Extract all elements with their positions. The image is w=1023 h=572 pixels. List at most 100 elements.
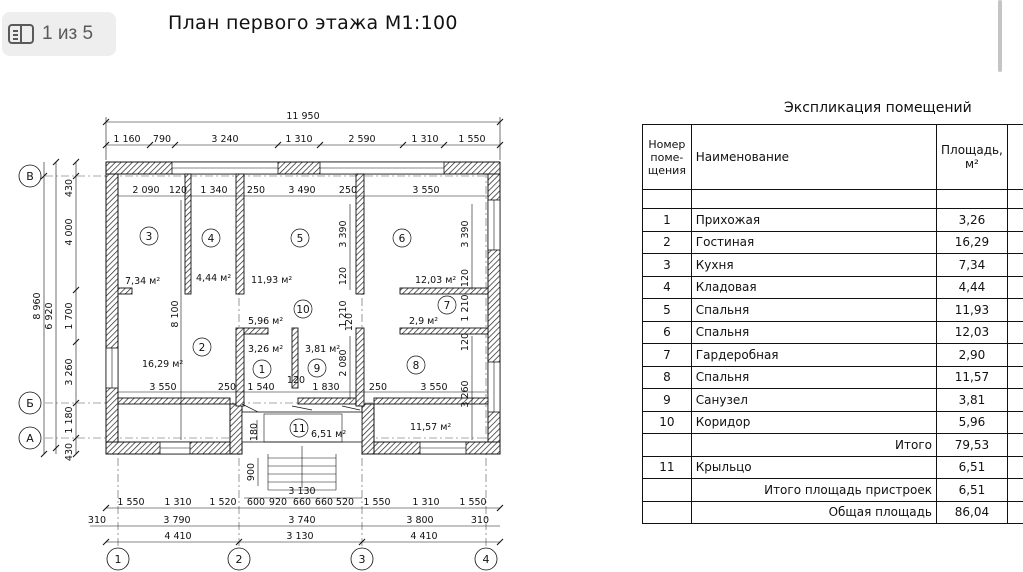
row-number: 5 — [642, 298, 692, 322]
axis-label-4: 4 — [483, 553, 490, 566]
dim-b1-8: 1 550 — [363, 497, 390, 508]
row-name: Коридор — [690, 410, 938, 434]
room-number-4: 4 — [208, 233, 215, 245]
row-number: 1 — [642, 208, 692, 232]
dim-top-6: 1 550 — [458, 134, 485, 145]
dim-left-6: 8 960 — [32, 292, 43, 319]
row-name: Кухня — [690, 253, 938, 277]
row-name: Кладовая — [690, 275, 938, 299]
page-counter[interactable]: 1 из 5 — [2, 12, 116, 56]
row-cut — [1006, 478, 1023, 502]
axis-label-3: 3 — [359, 553, 366, 566]
dim-top-3: 1 310 — [285, 134, 312, 145]
room-bubbles — [139, 226, 457, 438]
dimension-ticks — [40, 118, 504, 546]
row-cut — [1006, 298, 1023, 322]
dim-b2-2: 3 740 — [288, 515, 315, 526]
dim-b2-1: 3 790 — [163, 515, 190, 526]
drawing-title: План первого этажа М1:100 — [168, 12, 458, 34]
room-number-9: 9 — [314, 363, 321, 375]
dim-v-11: 120 — [344, 313, 355, 331]
row-number: 4 — [642, 275, 692, 299]
row-cut — [1006, 230, 1023, 254]
dim-b1-7: 520 — [336, 497, 354, 508]
dim-b3-0: 4 410 — [164, 531, 191, 542]
row-area: 4,44 — [936, 275, 1008, 299]
row-cut — [1006, 320, 1023, 344]
dim-v-3: 120 — [338, 267, 349, 285]
table-spacer-row — [642, 189, 1023, 209]
scrollbar[interactable] — [998, 0, 1002, 72]
row-area: 6,51 — [936, 455, 1008, 479]
dim-v-9: 3 260 — [460, 380, 471, 407]
room-number-8: 8 — [413, 360, 420, 372]
row-area: 16,29 — [936, 230, 1008, 254]
row-cut — [1006, 343, 1023, 367]
axis-label-v: В — [26, 170, 34, 183]
dim-b1-10: 1 550 — [459, 497, 486, 508]
row-cut — [1006, 455, 1023, 479]
windows — [105, 161, 501, 455]
row-number — [642, 500, 692, 524]
dim-row1-2: 1 340 — [200, 185, 227, 196]
dim-row1-3: 250 — [247, 185, 265, 196]
row-area: 86,04 — [936, 500, 1008, 524]
row-number: 9 — [642, 388, 692, 412]
room-number-5: 5 — [297, 233, 304, 245]
dim-mid-0: 3 550 — [149, 382, 176, 393]
dim-mid-2: 1 540 — [247, 382, 274, 393]
dim-top-1: 790 — [153, 134, 171, 145]
dim-b1-4: 920 — [269, 497, 287, 508]
row-cut — [1006, 253, 1023, 277]
dim-b3-1: 3 130 — [286, 531, 313, 542]
row-area: 3,81 — [936, 388, 1008, 412]
dim-row1-1: 120 — [169, 185, 187, 196]
row-name: Итого площадь пристроек — [690, 478, 938, 502]
row-cut — [1006, 365, 1023, 389]
dim-b3-2: 4 410 — [410, 531, 437, 542]
room-area-1: 3,26 м² — [248, 344, 283, 355]
dim-left-2: 1 700 — [64, 302, 75, 329]
room-area-11: 6,51 м² — [311, 429, 346, 440]
row-name: Спальня — [690, 298, 938, 322]
room-area-5: 11,93 м² — [251, 275, 292, 286]
dim-v-7: 1 210 — [460, 294, 471, 321]
dim-b1-6: 660 — [315, 497, 333, 508]
room-number-2: 2 — [199, 342, 206, 354]
room-area-9: 3,81 м² — [305, 344, 340, 355]
room-number-7: 7 — [444, 300, 451, 312]
row-name: Спальня — [690, 365, 938, 389]
row-number: 3 — [642, 253, 692, 277]
dim-top-5: 1 310 — [411, 134, 438, 145]
dim-top-4: 2 590 — [348, 134, 375, 145]
dim-v-4: 2 080 — [338, 349, 349, 376]
row-cut — [1006, 275, 1023, 299]
header-name: Наименование — [690, 124, 938, 190]
room-number-11: 11 — [292, 423, 305, 435]
dim-row1-0: 2 090 — [132, 185, 159, 196]
interior-walls — [117, 173, 489, 407]
dim-v-10: 180 — [249, 423, 260, 441]
dim-b1-2: 1 520 — [209, 497, 236, 508]
dim-left-1: 4 000 — [64, 218, 75, 245]
row-name: Санузел — [690, 388, 938, 412]
dim-left-7: 6 920 — [44, 302, 55, 329]
row-number: 2 — [642, 230, 692, 254]
room-number-3: 3 — [146, 231, 153, 243]
room-number-10: 10 — [296, 304, 309, 316]
row-area: 11,93 — [936, 298, 1008, 322]
axis-label-1: 1 — [115, 553, 122, 566]
row-area: 6,51 — [936, 478, 1008, 502]
dim-b2-0: 310 — [88, 515, 106, 526]
row-number: 7 — [642, 343, 692, 367]
row-cut — [1006, 500, 1023, 524]
dim-v-1: 3 390 — [338, 220, 349, 247]
dim-v-2: 1 210 — [338, 300, 349, 327]
row-area: 5,96 — [936, 410, 1008, 434]
